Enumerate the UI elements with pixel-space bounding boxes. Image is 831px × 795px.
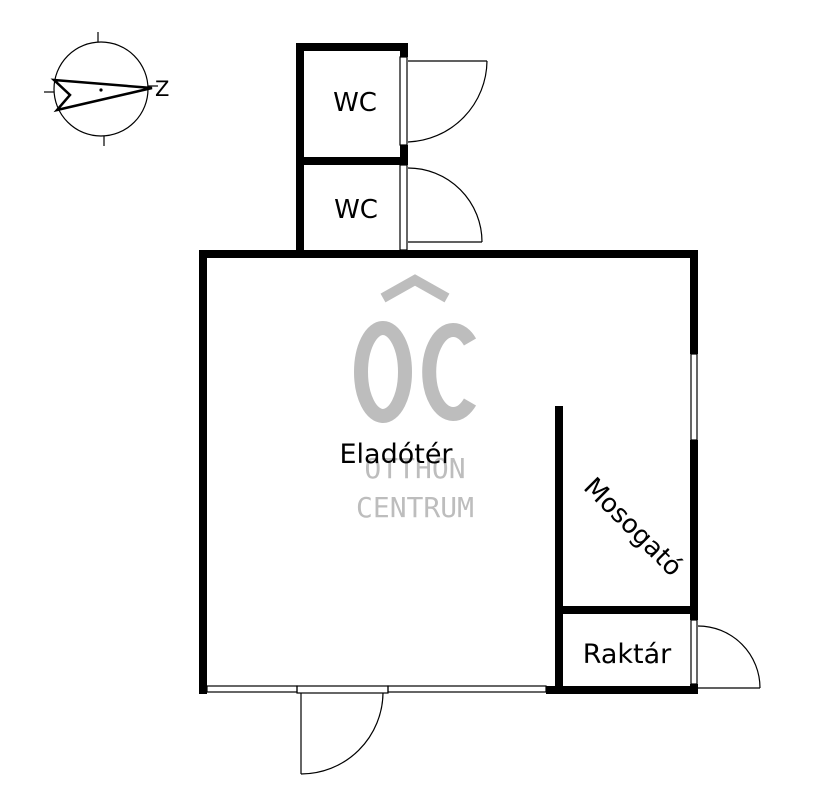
door-entrance[interactable] (296, 685, 389, 775)
room-label-sales-floor: Eladótér (339, 439, 453, 470)
watermark: OTTHON CENTRUM (354, 274, 477, 524)
watermark-line2: CENTRUM (356, 491, 474, 524)
window-south-right (387, 685, 547, 693)
door-storage[interactable] (690, 619, 761, 689)
compass: Z (44, 32, 169, 146)
window-south-left (206, 685, 298, 693)
room-label-dishwashing: Mosogató (577, 472, 688, 583)
watermark-hat-icon (380, 274, 450, 303)
door-wc-bottom[interactable] (399, 164, 483, 251)
doors (296, 56, 761, 775)
room-label-wc-bottom: WC (334, 195, 378, 225)
watermark-o-icon (354, 321, 412, 423)
room-label-storage: Raktár (583, 639, 672, 670)
walls (199, 43, 698, 694)
window-east (690, 353, 698, 441)
watermark-c-icon (422, 323, 477, 421)
room-label-wc-top: WC (333, 88, 377, 118)
compass-north-label: Z (155, 77, 169, 101)
door-wc-top[interactable] (399, 56, 488, 146)
compass-needle-icon (50, 78, 153, 113)
watermark-line1: OTTHON (364, 452, 465, 485)
